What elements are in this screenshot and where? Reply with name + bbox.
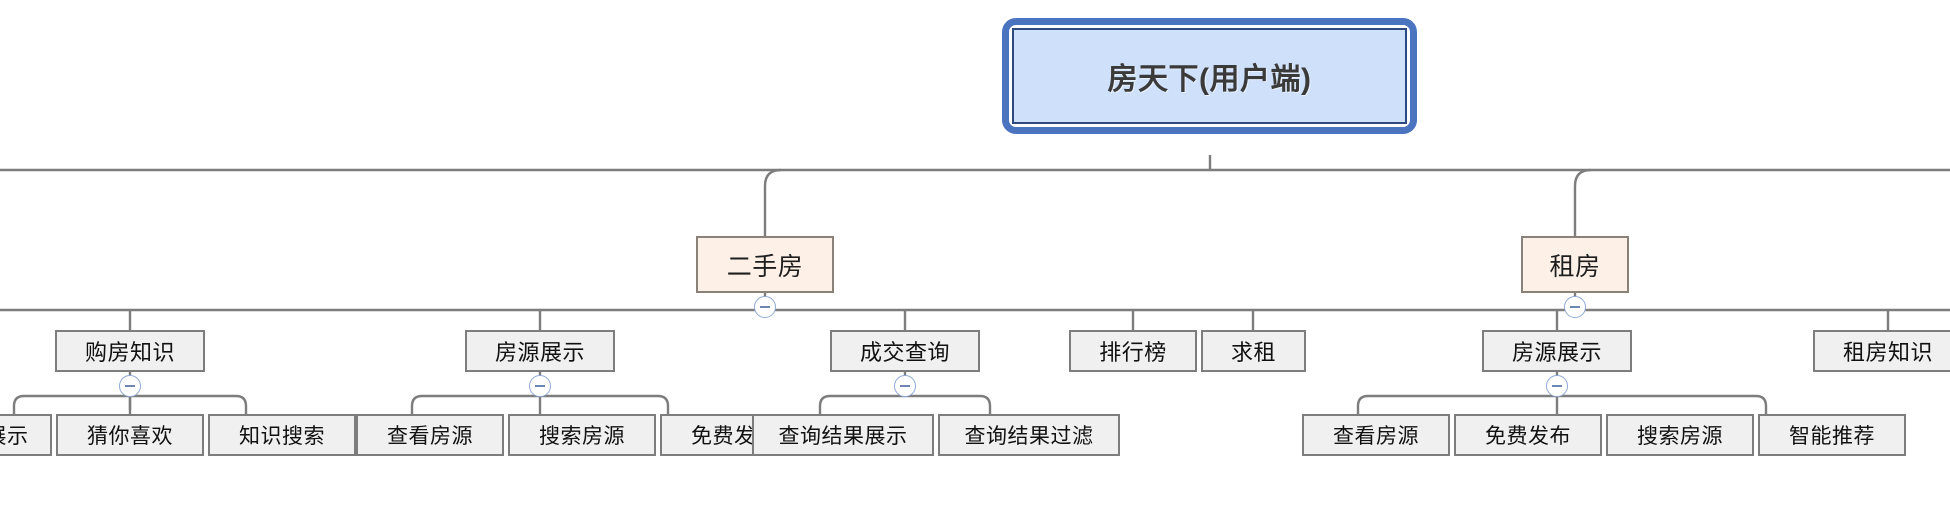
leaf-node-chaxunjieguoguolv-label: 查询结果过滤	[964, 425, 1094, 448]
leaf-node-chakanfangyuan-zufang-label: 查看房源	[1333, 425, 1419, 448]
node-goufangzhishi[interactable]: 购房知识	[55, 330, 205, 372]
leaf-node-clipped-zhanshi-label: 展示	[0, 425, 29, 448]
leaf-node-mianfeifabu-zufang-label: 免费发布	[1485, 425, 1571, 448]
node-qiuzu[interactable]: 求租	[1201, 330, 1306, 372]
edge-rail-to-zufang	[1573, 168, 1592, 236]
collapse-minus-icon-fangyuanzhanshi-zufang[interactable]	[1546, 375, 1568, 397]
leaf-node-chaxunjieguozhanshi-label: 查询结果展示	[778, 425, 908, 448]
node-ershoufang-label: 二手房	[726, 252, 804, 281]
node-fangyuanzhanshi-zufang-label: 房源展示	[1511, 340, 1602, 365]
leaf-node-sousuofangyuan-ershoufang[interactable]: 搜索房源	[508, 414, 656, 456]
node-chengjiaochaxun-label: 成交查询	[859, 340, 950, 365]
node-zufangzhishi-label: 租房知识	[1842, 340, 1933, 365]
node-zufang[interactable]: 租房	[1521, 236, 1629, 293]
edge-cjcx-bracket	[818, 394, 992, 414]
edge-rail-to-ershoufang	[763, 168, 782, 236]
node-ershoufang[interactable]: 二手房	[696, 236, 834, 293]
edge-fyz-z-bracket	[1356, 394, 1768, 414]
leaf-node-mianfeifabu-zufang[interactable]: 免费发布	[1454, 414, 1602, 456]
leaf-node-zhishisousuo[interactable]: 知识搜索	[208, 414, 356, 456]
collapse-minus-icon-zufang[interactable]	[1564, 296, 1586, 318]
leaf-node-sousuofangyuan-zufang-label: 搜索房源	[1637, 425, 1723, 448]
leaf-node-chakanfangyuan-zufang[interactable]: 查看房源	[1302, 414, 1450, 456]
node-goufangzhishi-label: 购房知识	[84, 340, 175, 365]
node-fangyuanzhanshi-ershoufang-label: 房源展示	[494, 340, 585, 365]
leaf-node-cainixihuan-label: 猜你喜欢	[87, 425, 173, 448]
root-node-label: 房天下(用户端)	[1107, 63, 1312, 96]
leaf-node-sousuofangyuan-ershoufang-label: 搜索房源	[539, 425, 625, 448]
node-zufang-label: 租房	[1549, 252, 1601, 281]
root-selection-ring	[1002, 18, 1417, 134]
leaf-node-chakanfangyuan-ershoufang-label: 查看房源	[387, 425, 473, 448]
node-qiuzu-label: 求租	[1230, 340, 1276, 365]
node-chengjiaochaxun[interactable]: 成交查询	[830, 330, 980, 372]
collapse-minus-icon-ershoufang[interactable]	[754, 296, 776, 318]
node-paihangbang-label: 排行榜	[1099, 340, 1167, 365]
leaf-node-zhishisousuo-label: 知识搜索	[239, 425, 325, 448]
node-paihangbang[interactable]: 排行榜	[1069, 330, 1197, 372]
collapse-minus-icon-chengjiaochaxun[interactable]	[894, 375, 916, 397]
node-fangyuanzhanshi-zufang[interactable]: 房源展示	[1482, 330, 1632, 372]
leaf-node-sousuofangyuan-zufang[interactable]: 搜索房源	[1606, 414, 1754, 456]
collapse-minus-icon-fangyuanzhanshi-ershoufang[interactable]	[529, 375, 551, 397]
leaf-node-zhinengtuijian[interactable]: 智能推荐	[1758, 414, 1906, 456]
leaf-node-chaxunjieguozhanshi[interactable]: 查询结果展示	[752, 414, 934, 456]
leaf-node-chakanfangyuan-ershoufang[interactable]: 查看房源	[356, 414, 504, 456]
leaf-node-cainixihuan[interactable]: 猜你喜欢	[56, 414, 204, 456]
root-node-fangtianxia[interactable]: 房天下(用户端)	[1012, 28, 1407, 124]
node-zufangzhishi[interactable]: 租房知识	[1813, 330, 1950, 372]
leaf-node-clipped-zhanshi[interactable]: 展示	[0, 414, 52, 456]
leaf-node-chaxunjieguoguolv[interactable]: 查询结果过滤	[938, 414, 1120, 456]
collapse-minus-icon-goufangzhishi[interactable]	[119, 375, 141, 397]
node-fangyuanzhanshi-ershoufang[interactable]: 房源展示	[465, 330, 615, 372]
leaf-node-zhinengtuijian-label: 智能推荐	[1789, 425, 1875, 448]
